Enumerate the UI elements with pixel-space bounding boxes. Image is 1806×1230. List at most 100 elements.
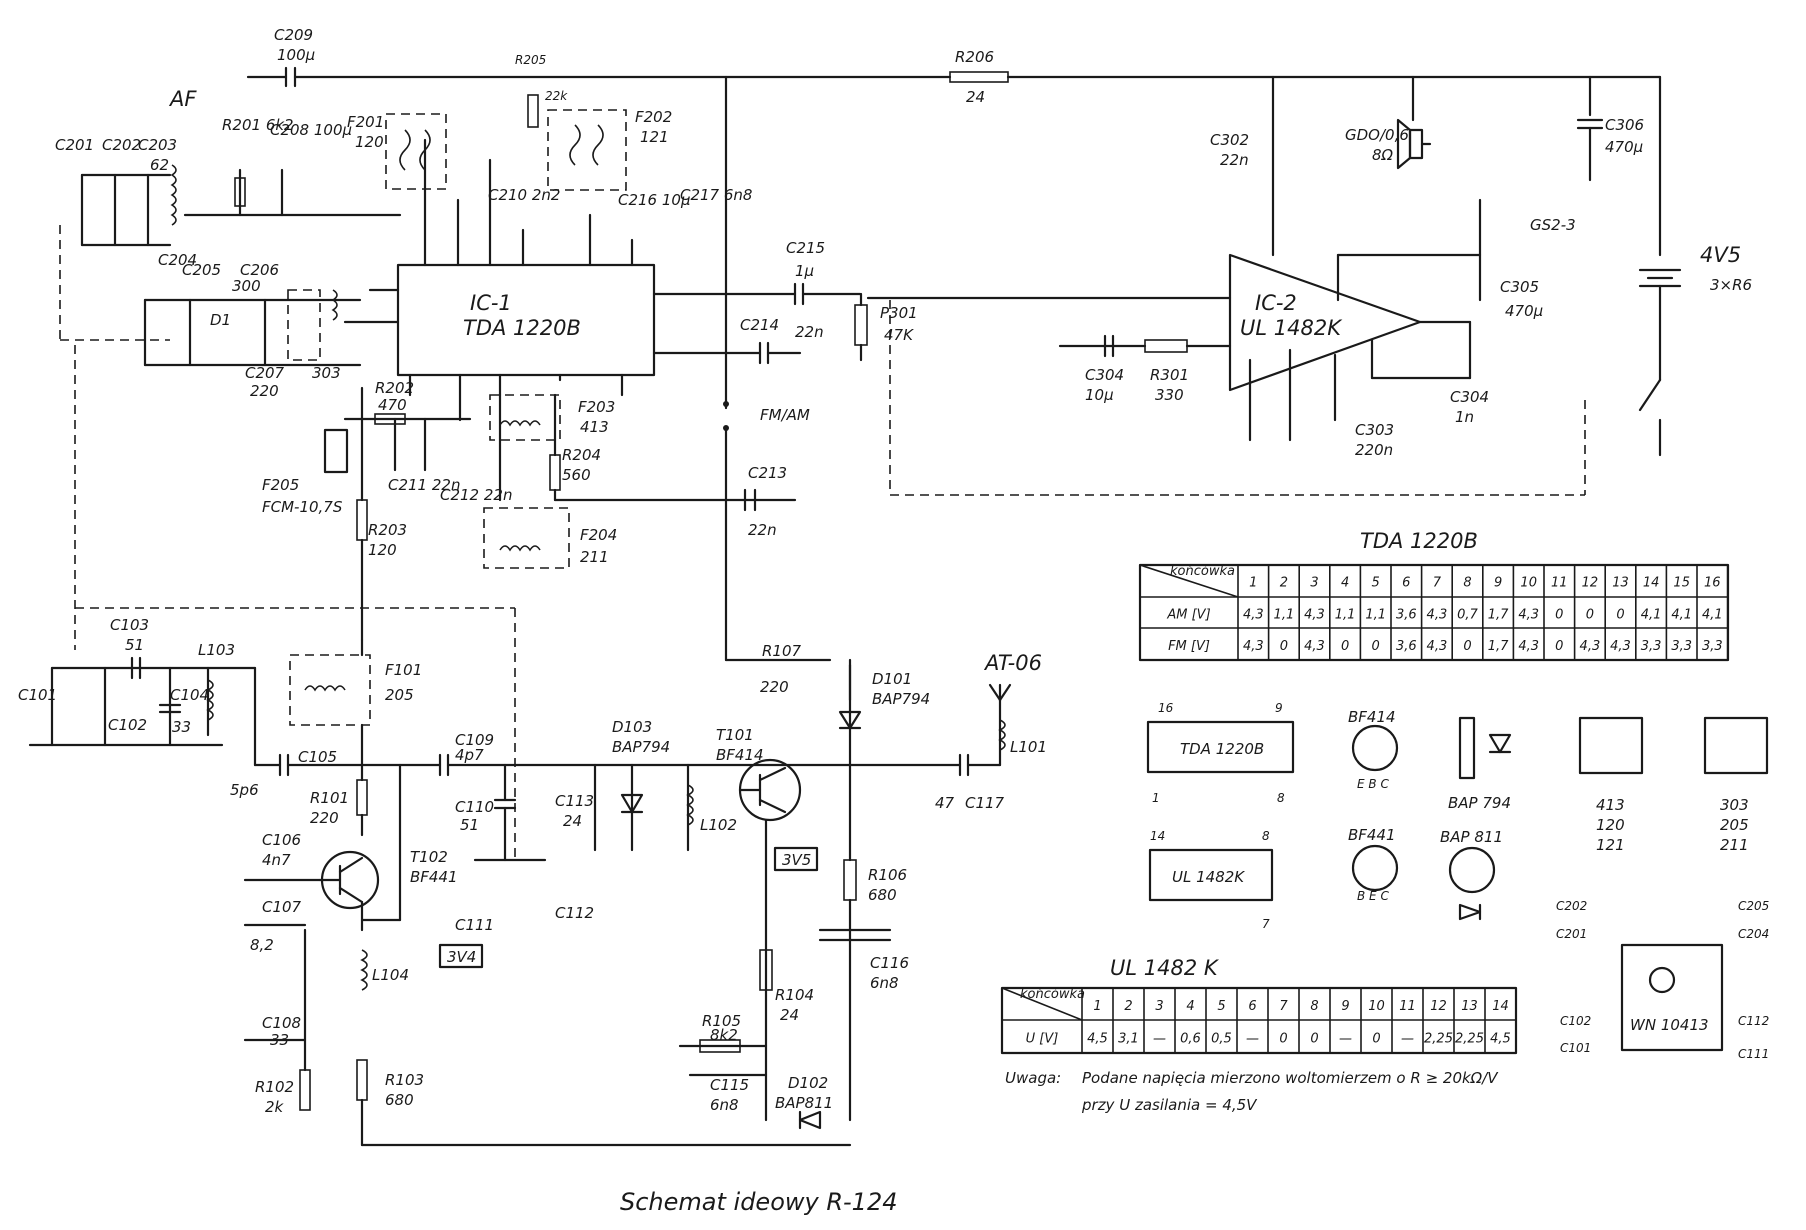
ul-p7: 7 [1262, 917, 1270, 931]
r206-value: 24 [966, 88, 985, 106]
ul-table-pin-header: 5 [1217, 999, 1225, 1014]
r104-label: R104 [775, 986, 814, 1004]
c304-label: C304 [1085, 366, 1124, 384]
supply-rail [246, 66, 1662, 402]
tda-table-pin-header: 1 [1249, 576, 1257, 591]
ic2-ul1482k: IC-2 UL 1482K C302 22n GDO/0,6 8Ω C306 4… [866, 116, 1752, 459]
bap811-label: BAP 811 [1440, 828, 1503, 846]
bf414-pins: E B C [1357, 777, 1389, 791]
tda-table-cell: 4,3 [1427, 639, 1448, 654]
c304-value: 10µ [1085, 386, 1114, 404]
note-line1: Podane napięcia mierzono woltomierzem o … [1082, 1069, 1499, 1087]
tda-table-cell: 4,1 [1641, 607, 1662, 622]
battery-value: 3×R6 [1710, 276, 1752, 294]
tda-table-cell: 1,1 [1365, 607, 1386, 622]
r106-label: R106 [868, 866, 907, 884]
ul-table-pin-header: 14 [1492, 999, 1509, 1014]
f204-label: F204 [580, 526, 617, 544]
r101-label: R101 [310, 789, 349, 807]
coil2-v3: 211 [1720, 836, 1749, 854]
r206-label: R206 [955, 48, 994, 66]
f205-value: FCM-10,7S [262, 498, 343, 516]
ul-p14: 14 [1150, 829, 1165, 843]
tda-table-cell: 1,1 [1335, 607, 1356, 622]
c304b-value: 1n [1455, 408, 1474, 426]
tda-p1: 1 [1152, 791, 1160, 805]
c110-label: C110 [455, 798, 494, 816]
c102-label: C102 [108, 716, 147, 734]
c117-value: 47 [935, 794, 955, 812]
r301-value: 330 [1155, 386, 1184, 404]
coil2-v1: 303 [1720, 796, 1749, 814]
tda-table-cell: 3,6 [1396, 639, 1417, 654]
tda-table-cell: 4,1 [1702, 607, 1723, 622]
r102-label: R102 [255, 1078, 294, 1096]
ul-table-cell: 4,5 [1490, 1032, 1511, 1047]
c105-label: C105 [298, 748, 337, 766]
coil1-v2: 120 [1596, 816, 1625, 834]
ic2-type: UL 1482K [1240, 316, 1343, 340]
ul-table-cell: 0,6 [1180, 1032, 1201, 1047]
r106-value: 680 [868, 886, 897, 904]
tda-table-pin-header: 7 [1433, 576, 1442, 591]
l101-label: L101 [1010, 738, 1047, 756]
ul-table-cell: 4,5 [1087, 1032, 1108, 1047]
c217-label: C217 6n8 [680, 186, 752, 204]
c105-value: 5p6 [230, 781, 259, 799]
c305-value: 470µ [1505, 302, 1543, 320]
tda-table-pin-header: 14 [1643, 576, 1660, 591]
ic1-tda1220b: IC-1 TDA 1220B [343, 138, 728, 422]
c108-value: 33 [270, 1031, 289, 1049]
c210-label: C210 2n2 [488, 186, 560, 204]
battery-label: 4V5 [1700, 243, 1741, 267]
tda-p16: 16 [1158, 701, 1174, 715]
c204-label: C204 [158, 251, 197, 269]
tda-table-pin-header: 5 [1372, 576, 1380, 591]
f202-value: 121 [640, 128, 669, 146]
ic2-ref: IC-2 [1255, 291, 1297, 315]
r103-value: 680 [385, 1091, 414, 1109]
wn-c102: C102 [1560, 1014, 1591, 1028]
c207-label: C207 [245, 364, 285, 382]
c108-label: C108 [262, 1014, 301, 1032]
c209-label: C209 [274, 26, 313, 44]
if-transformers: F201 120 F202 121 [347, 108, 672, 191]
tda-table-pin-header: 11 [1551, 576, 1568, 591]
tda-table-cell: 3,3 [1671, 639, 1692, 654]
l303-label: 303 [312, 364, 341, 382]
wn-c205: C205 [1738, 899, 1769, 913]
ul-table-pin-header: 11 [1399, 999, 1416, 1014]
c107-value: 8,2 [250, 936, 274, 954]
c101-label: C101 [18, 686, 57, 704]
f201-label: F201 [347, 113, 384, 131]
tda-table-pin-header: 9 [1494, 576, 1502, 591]
if-filter-section: R202 470 C211 22n C212 22n F203 413 R204… [262, 379, 797, 642]
c213-value: 22n [748, 521, 777, 539]
wn-c201: C201 [1556, 927, 1587, 941]
l102-label: L102 [700, 816, 737, 834]
d101-label: D101 [872, 670, 912, 688]
ic1-ref: IC-1 [470, 291, 512, 315]
tda-table-title: TDA 1220B [1360, 529, 1478, 553]
tda-table-cell: 1,7 [1488, 639, 1509, 654]
c304b-label: C304 [1450, 388, 1489, 406]
f203-label: F203 [578, 398, 615, 416]
c213-label: C213 [748, 464, 787, 482]
c107-label: C107 [262, 898, 302, 916]
tda-p9: 9 [1275, 701, 1283, 715]
r107-value: 220 [760, 678, 789, 696]
f101-value: 205 [385, 686, 414, 704]
tda-table-cell: 4,3 [1427, 607, 1448, 622]
c209-value: 100µ [277, 46, 315, 64]
r102-value: 2k [265, 1098, 285, 1116]
r203-value: 120 [368, 541, 397, 559]
c115-label: C115 [710, 1076, 749, 1094]
c104-value: 33 [172, 718, 191, 736]
wn-label: WN 10413 [1630, 1016, 1709, 1034]
f201-value: 120 [355, 133, 384, 151]
v3v4-label: 3V4 [447, 948, 476, 966]
d1-label: D1 [210, 311, 231, 329]
